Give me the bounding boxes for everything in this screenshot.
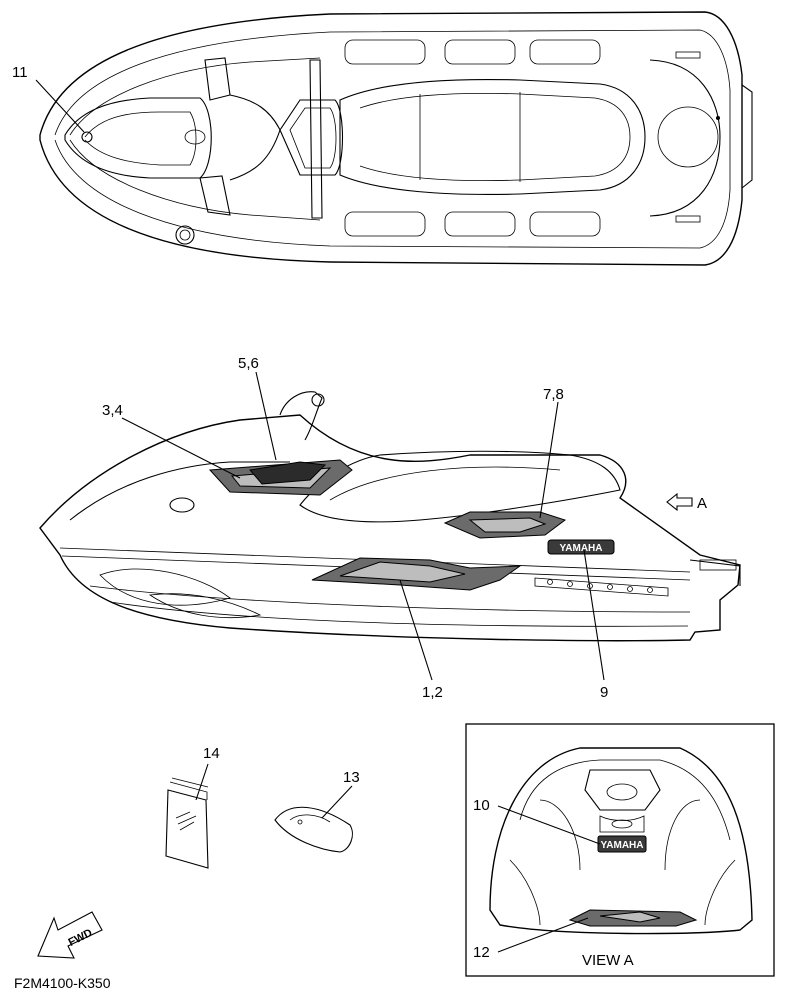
decal-1-2-side-graphic (311, 557, 522, 591)
callout-12: 12 (473, 944, 490, 961)
fwd-direction-arrow: FWD (37, 911, 103, 959)
side-view-watercraft: YAMAHA (39, 391, 741, 642)
decal-9-yamaha-side: YAMAHA (547, 539, 615, 555)
side-vent-holes (534, 577, 669, 597)
svg-text:YAMAHA: YAMAHA (601, 840, 644, 851)
decal-7-8-rear-graphic (443, 511, 567, 539)
callout-14: 14 (203, 745, 220, 762)
fwd-label: FWD (67, 927, 95, 949)
callout-11: 11 (12, 64, 28, 81)
view-a-pointer-arrow: A (666, 492, 707, 512)
decal-12-wave-runner-logo (568, 909, 698, 927)
leader-lines (35, 79, 605, 953)
callout-13: 13 (343, 769, 360, 786)
view-a-inset: YAMAHA (465, 723, 775, 977)
callout-7-8: 7,8 (543, 386, 564, 403)
deck-mat-pads-top (344, 39, 601, 237)
callout-3-4: 3,4 (102, 402, 123, 419)
view-a-arrow-label: A (697, 495, 707, 512)
part-13-pouch (274, 806, 353, 853)
callout-1-2: 1,2 (422, 684, 443, 701)
part-14-sticker-pack (165, 777, 209, 869)
view-a-label: VIEW A (582, 952, 634, 969)
svg-text:YAMAHA: YAMAHA (560, 543, 603, 554)
callout-9: 9 (600, 684, 608, 701)
callout-5-6: 5,6 (238, 355, 259, 372)
decal-5-6-side (249, 461, 327, 485)
callout-10: 10 (473, 797, 490, 814)
top-view-watercraft (39, 11, 753, 266)
decal-10-yamaha-rear: YAMAHA (597, 835, 647, 853)
drawing-code: F2M4100-K350 (14, 975, 111, 991)
